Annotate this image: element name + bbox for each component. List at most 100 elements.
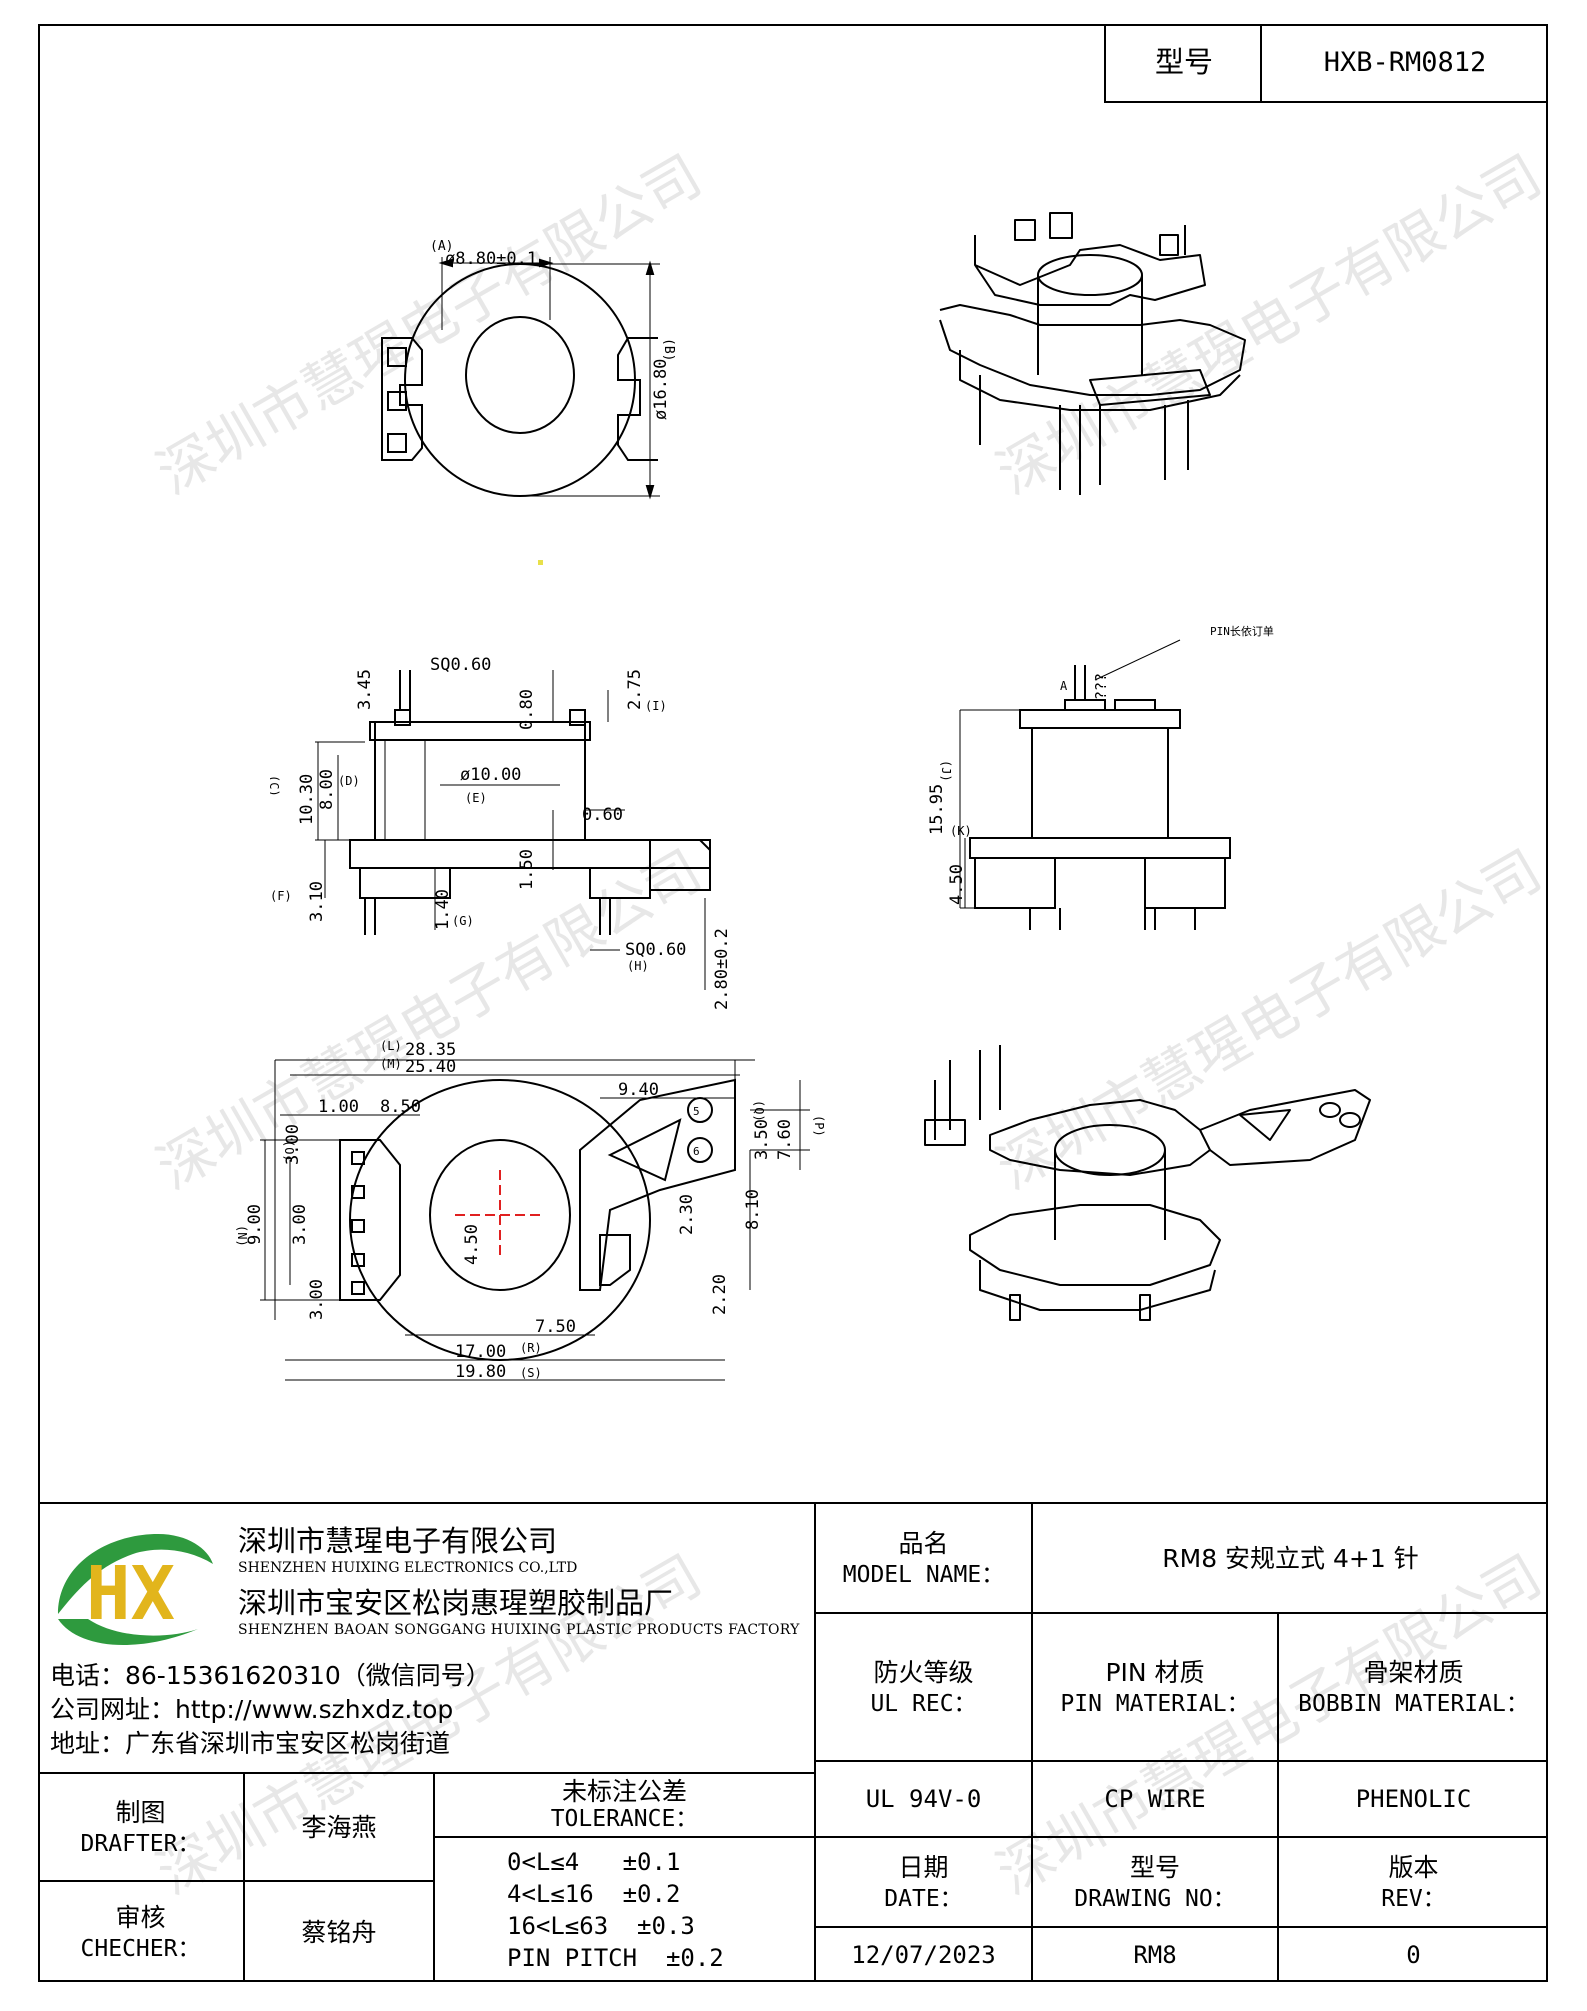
top-view-drawing: (A) ø8.80±0.1 (B) ø16.80 xyxy=(381,239,676,500)
front-label-j: (J) xyxy=(939,760,953,782)
model-name-label-en: MODEL NAME： xyxy=(842,1561,1005,1588)
company-name-en: SHENZHEN HUIXING ELECTRONICS CO.,LTD xyxy=(238,1560,578,1576)
checker-value-cell: 蔡铭舟 xyxy=(243,1880,435,1982)
drafter-label-en: DRAFTER： xyxy=(80,1830,201,1857)
dim-1-50: 1.50 xyxy=(517,849,537,890)
dim-15-95: 15.95 xyxy=(927,784,947,835)
bobbin-material-value-cell: PHENOLIC xyxy=(1277,1760,1548,1838)
company-logo: HX xyxy=(58,1534,213,1646)
dim-label-d: (D) xyxy=(338,774,360,788)
side-view-drawing: SQ0.60 3.45 0.80 2.75 (I) (C) 10.30 8.00… xyxy=(270,655,732,1010)
bottom-label-m: (M) xyxy=(380,1057,402,1071)
model-name-label-cell: 品名 MODEL NAME： xyxy=(814,1502,1033,1614)
bottom-label-l: (L) xyxy=(380,1039,402,1053)
dim-label-i: (I) xyxy=(645,699,667,713)
bobbin-material-label-cn: 骨架材质 xyxy=(1363,1657,1464,1687)
company-name-cn: 深圳市慧瑆电子有限公司 xyxy=(238,1524,558,1558)
date-label-cell: 日期 DATE： xyxy=(814,1836,1033,1928)
dim-25-40: 25.40 xyxy=(405,1057,456,1077)
dim-9-00: 9.00 xyxy=(245,1204,265,1245)
dim-3-00-c: 3.00 xyxy=(307,1279,327,1320)
pin-material-value: CP WIRE xyxy=(1104,1785,1206,1813)
logo-letters: HX xyxy=(86,1551,175,1637)
dim-28-35: 28.35 xyxy=(405,1040,456,1060)
dim-diameter-a: ø8.80±0.1 xyxy=(445,249,537,269)
pin-number-5: 5 xyxy=(693,1105,700,1118)
tolerance-line-3: 16<L≤63 ±0.3 xyxy=(507,1912,695,1940)
tolerance-label-cell: 未标注公差 TOLERANCE： xyxy=(433,1772,816,1838)
rev-label-cn: 版本 xyxy=(1388,1852,1439,1882)
bobbin-material-label-en: BOBBIN MATERIAL： xyxy=(1298,1690,1529,1717)
dim-1-00: 1.00 xyxy=(318,1097,359,1117)
dim-label-e: (E) xyxy=(465,791,487,805)
dim-0-60: 0.60 xyxy=(582,805,623,825)
drafter-name: 李海燕 xyxy=(301,1812,377,1842)
drafter-label-cn: 制图 xyxy=(115,1797,166,1827)
dim-4-50: 4.50 xyxy=(947,864,967,905)
drawing-frame xyxy=(38,24,1548,1982)
contact-website: 公司网址：http://www.szhxdz.top xyxy=(50,1695,454,1724)
dim-7-60: 7.60 xyxy=(775,1119,795,1160)
tolerance-values-cell: 0<L≤4 ±0.1 4<L≤16 ±0.2 16<L≤63 ±0.3 PIN … xyxy=(433,1836,816,1982)
tolerance-line-1: 0<L≤4 ±0.1 xyxy=(507,1848,681,1876)
factory-name-en: SHENZHEN BAOAN SONGGANG HUIXING PLASTIC … xyxy=(238,1622,800,1638)
dim-3-50: 3.50 xyxy=(752,1119,772,1160)
marker-dot xyxy=(538,560,543,565)
factory-name-cn: 深圳市宝安区松岗惠瑆塑胶制品厂 xyxy=(238,1586,674,1620)
isometric-view-bottom xyxy=(924,1045,1371,1321)
contact-address: 地址：广东省深圳市宝安区松岗街道 xyxy=(50,1729,451,1758)
bottom-label-o: (O) xyxy=(282,1140,296,1162)
pin-material-label-en: PIN MATERIAL： xyxy=(1060,1690,1250,1717)
dim-8-50: 8.50 xyxy=(380,1097,421,1117)
checker-label-en: CHECHER： xyxy=(80,1935,201,1962)
bottom-label-s: (S) xyxy=(520,1366,542,1380)
dim-2-30: 2.30 xyxy=(677,1194,697,1235)
dim-label-a: (A) xyxy=(430,239,453,254)
dim-9-40: 9.40 xyxy=(618,1080,659,1100)
model-name-value-cell: RM8 安规立式 4+1 针 xyxy=(1031,1502,1548,1614)
drawing-no-value-cell: RM8 xyxy=(1031,1926,1279,1982)
bobbin-material-label-cell: 骨架材质 BOBBIN MATERIAL： xyxy=(1277,1612,1548,1762)
drawing-no-label-cell: 型号 DRAWING NO： xyxy=(1031,1836,1279,1928)
drafter-value-cell: 李海燕 xyxy=(243,1772,435,1882)
tolerance-line-4: PIN PITCH ±0.2 xyxy=(507,1944,724,1972)
front-unknown-length: ??? xyxy=(1092,673,1110,700)
tolerance-label-en: TOLERANCE： xyxy=(550,1806,699,1832)
front-label-a: A xyxy=(1060,679,1068,693)
dim-label-h: (H) xyxy=(627,959,649,973)
front-view-drawing: PIN长依订单 A ??? (J) 15.95 (K) 4.50 xyxy=(927,625,1274,930)
header-model-label: 型号 xyxy=(1154,45,1213,79)
dim-0-80: 0.80 xyxy=(517,689,537,730)
dim-diameter-b: ø16.80 xyxy=(651,359,671,420)
drawing-no-value: RM8 xyxy=(1133,1941,1177,1969)
dim-4-50-bottom: 4.50 xyxy=(462,1224,482,1265)
dim-8-10: 8.10 xyxy=(743,1189,763,1230)
bottom-label-r: (R) xyxy=(520,1341,542,1355)
drawing-no-label-en: DRAWING NO： xyxy=(1074,1885,1236,1912)
header-model-value-cell: HXB-RM0812 xyxy=(1260,24,1548,103)
dim-sq-top: SQ0.60 xyxy=(430,655,491,675)
dim-label-f: (F) xyxy=(270,889,292,903)
date-label-cn: 日期 xyxy=(898,1852,949,1882)
bottom-view-drawing: (L) 28.35 (M) 25.40 9.40 1.00 8.50 (O) 3… xyxy=(235,1039,826,1382)
dim-2-75: 2.75 xyxy=(625,669,645,710)
pin-length-note: PIN长依订单 xyxy=(1210,625,1274,638)
date-label-en: DATE： xyxy=(884,1885,963,1912)
ul-value: UL 94V-0 xyxy=(865,1785,982,1813)
dim-2-80: 2.80±0.2 xyxy=(712,928,732,1010)
dim-10-30: 10.30 xyxy=(297,774,317,825)
pin-material-label-cn: PIN 材质 xyxy=(1105,1657,1205,1687)
dim-diameter-10: ø10.00 xyxy=(460,765,521,785)
pin-material-label-cell: PIN 材质 PIN MATERIAL： xyxy=(1031,1612,1279,1762)
model-name-value: RM8 安规立式 4+1 针 xyxy=(1162,1543,1419,1573)
dim-19-80: 19.80 xyxy=(455,1362,506,1382)
dim-label-c: (C) xyxy=(270,775,281,797)
date-value: 12/07/2023 xyxy=(851,1941,996,1969)
contact-phone: 电话：86-15361620310（微信同号） xyxy=(50,1661,491,1690)
dim-2-20: 2.20 xyxy=(710,1274,730,1315)
bottom-label-n: (N) xyxy=(235,1225,249,1247)
dim-label-b: (B) xyxy=(661,338,676,361)
dim-label-g: (G) xyxy=(452,914,474,928)
dim-1-40: 1.40 xyxy=(433,889,453,930)
dim-3-00-a: 3.00 xyxy=(283,1124,303,1165)
